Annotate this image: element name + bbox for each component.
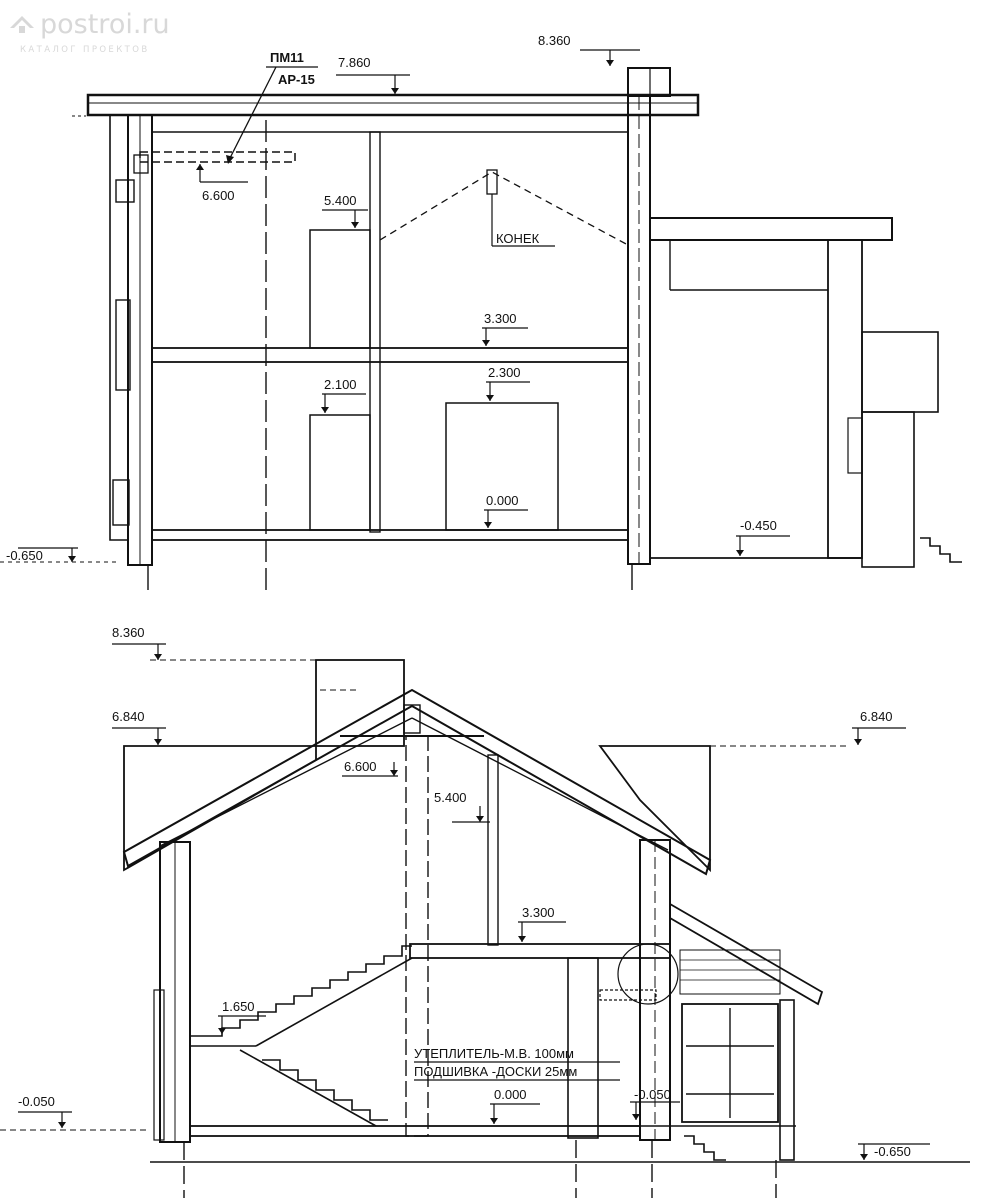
rafter-left [159,717,413,847]
level-mark-ground-right: -0.650 [858,1143,930,1160]
insulation-layer [599,989,657,1001]
door-2nd-floor [309,229,371,349]
stair-upper-flight [190,945,412,1037]
eave-box-right [598,745,711,873]
level-label-entry-right: -0.050 [634,1087,671,1102]
level-label-entry-left: -0.050 [18,1094,55,1109]
level-label-floor-2: 3.300 [484,311,517,326]
level-mark-entry-right: -0.050 [630,1087,680,1120]
section-2-drawing: 8.360 6.840 6.840 6.600 5.400 [0,625,970,1198]
level-mark-ridge-top: 8.360 [538,33,640,66]
floor-slab-2 [409,943,671,959]
annex-steps [920,537,962,563]
level-mark-floor-1: 0.000 [484,493,528,528]
annex-post [827,239,863,559]
watermark-tagline: КАТАЛОГ ПРОЕКТОВ [20,45,150,55]
annex-roof [649,217,893,241]
level-mark-door-1st-b: 2.300 [486,365,530,401]
level-label-door-1st-b: 2.300 [488,365,521,380]
veranda-post [779,999,795,1161]
door-1st-floor-a [309,414,371,531]
veranda-roof [669,902,824,1006]
construction-notes: УТЕПЛИТЕЛЬ-М.В. 100мм ПОДШИВКА -ДОСКИ 25… [414,1046,620,1081]
level-label-ground-left: -0.650 [6,548,43,563]
level-mark-entry-left: -0.050 [18,1094,72,1128]
left-window-opening [115,299,131,391]
annex-porch-detail [847,417,863,474]
level-label-lintel: 6.600 [202,188,235,203]
level-mark-eaves-right: 6.840 [852,709,906,745]
beam-tag: ПМ11 АР-15 [226,50,318,164]
level-label-floor-2: 3.300 [522,905,555,920]
level-mark-lintel: 6.600 [196,164,248,203]
level-label-floor-1: 0.000 [494,1087,527,1102]
door-1st-floor-b [445,402,559,531]
level-mark-ridge-top: 8.360 [112,625,166,660]
left-upper-detail [115,179,135,203]
left-wall-facade [109,114,128,541]
level-label-annex-floor: -0.450 [740,518,777,533]
level-label-door-2nd: 5.400 [324,193,357,208]
interior-partition [369,131,381,533]
chimney [315,659,405,747]
chimney-top [627,67,671,97]
stair-upper-stringer [255,957,413,1047]
level-label-ground-right: -0.650 [874,1144,911,1159]
level-mark-floor-2: 3.300 [482,311,528,346]
level-mark-door-2nd: 5.400 [322,193,368,228]
floor-slab-2 [151,347,629,363]
roof-slab [86,93,700,117]
level-label-floor-1: 0.000 [486,493,519,508]
left-plinth-detail [112,479,130,526]
detail-callout-circle [617,943,679,1005]
annex-canopy [861,331,939,413]
section-1-drawing: 8.360 7.860 ПМ11 АР-15 6.600 5.400 [0,33,962,590]
level-mark-door-1st-a: 2.100 [321,377,366,413]
level-mark-ceiling: 6.600 [342,759,398,777]
left-wall-cladding [153,989,165,1141]
level-label-roof-top: 7.860 [338,55,371,70]
level-mark-floor-2: 3.300 [518,905,566,942]
watermark: postroi.ru КАТАЛОГ ПРОЕКТОВ [10,9,170,55]
stair-lower-flight [262,1059,388,1121]
level-mark-roof-top: 7.860 [336,55,410,94]
floor-slab-1 [189,1125,641,1137]
floor-slab-1 [151,529,629,541]
lintel-support [133,154,149,174]
beam-tag-top: ПМ11 [270,50,304,65]
note-lining: ПОДШИВКА -ДОСКИ 25мм [414,1064,577,1079]
beam-tag-bottom: АР-15 [278,72,315,87]
lintel-beam [139,151,296,163]
main-roof [122,688,712,876]
ridge-label: КОНЕК [496,231,540,246]
level-label-eaves-left: 6.840 [112,709,145,724]
level-label-ceiling: 6.600 [344,759,377,774]
level-mark-ridge-label: КОНЕК [496,231,540,246]
level-mark-ground-left: -0.650 [6,547,78,563]
veranda-window [681,1003,779,1123]
rafter-right [411,717,669,851]
level-mark-door-2nd: 5.400 [434,790,490,823]
level-label-ridge-top: 8.360 [538,33,571,48]
watermark-site: postroi.ru [40,9,170,40]
level-label-eaves-right: 6.840 [860,709,893,724]
level-mark-annex-floor: -0.450 [736,518,790,556]
level-label-door-2nd: 5.400 [434,790,467,805]
veranda-gable-cladding [679,949,781,995]
house-logo-icon [10,16,34,33]
ridge-dashed-outline [379,171,629,246]
level-label-ridge-top: 8.360 [112,625,145,640]
level-mark-eaves-left: 6.840 [112,709,166,745]
stair-lower-stringer [239,1049,377,1127]
ridge-post [403,704,421,734]
veranda-steps [684,1135,726,1161]
note-insulation: УТЕПЛИТЕЛЬ-М.В. 100мм [414,1046,574,1061]
level-mark-landing: 1.650 [218,999,266,1034]
annex-porch-column [861,411,915,568]
interior-post-2nd [487,754,499,946]
level-label-door-1st-a: 2.100 [324,377,357,392]
level-label-landing: 1.650 [222,999,255,1014]
level-mark-floor-1: 0.000 [490,1087,540,1124]
